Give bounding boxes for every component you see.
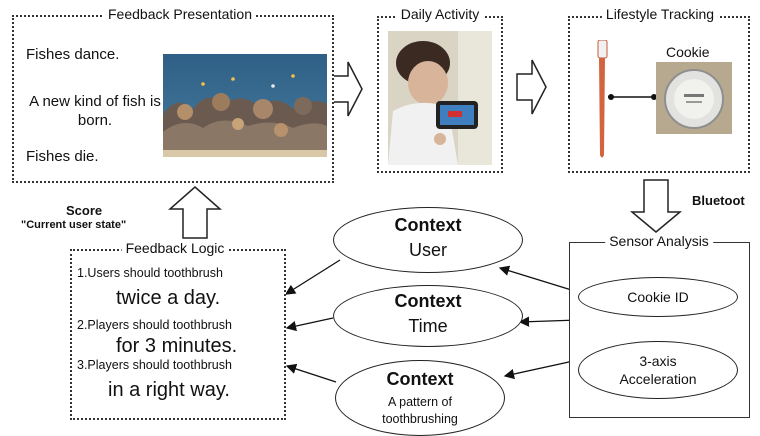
score-sublabel: "Current user state": [21, 219, 127, 231]
rule-1-small: 1.Users should toothbrush: [77, 266, 223, 280]
context-pattern-value: A pattern of toothbrushing: [382, 395, 458, 426]
connection-line: [608, 94, 657, 100]
feedback-presentation-title: Feedback Presentation: [104, 6, 256, 22]
context-pattern-heading: Context: [386, 369, 454, 389]
context-user-ellipse: Context User: [333, 207, 523, 273]
line-user-to-logic: [284, 259, 341, 295]
rule-1-big: twice a day.: [116, 287, 221, 309]
acceleration-ellipse: 3-axis Acceleration: [578, 341, 738, 399]
block-arrow-up: [168, 186, 222, 239]
line-cookieid-to-time: [518, 316, 579, 327]
daily-activity-box: [377, 16, 503, 173]
line-cookieid-to-user: [498, 265, 579, 293]
bluetooth-label: Bluetoot: [692, 193, 745, 208]
rule-3-small: 3.Players should toothbrush: [77, 358, 232, 372]
toothbrushing-photo: [388, 31, 492, 165]
block-arrow-down: [629, 179, 683, 233]
cookie-sensor-image: [656, 62, 732, 134]
context-time-ellipse: Context Time: [333, 285, 523, 347]
daily-activity-title: Daily Activity: [396, 6, 484, 22]
sensor-analysis-title: Sensor Analysis: [605, 233, 713, 249]
aquarium-image: [163, 54, 327, 157]
feedback-presentation-box: Fishes dance. A new kind of fish is born…: [12, 15, 334, 183]
lifestyle-tracking-box: Cookie: [568, 16, 750, 173]
acceleration-label: 3-axis Acceleration: [619, 353, 697, 387]
score-label: Score: [66, 203, 103, 218]
feedback-item-3: Fishes die.: [26, 148, 99, 165]
lifestyle-tracking-title: Lifestyle Tracking: [601, 6, 719, 22]
feedback-logic-box: 1.Users should toothbrush twice a day. 2…: [70, 249, 286, 420]
context-pattern-ellipse: Context A pattern of toothbrushing: [335, 360, 505, 436]
rule-3-big: in a right way.: [108, 379, 230, 401]
line-pattern-to-logic: [285, 363, 337, 383]
feedback-item-2: A new kind of fish is born.: [29, 93, 161, 129]
cookie-id-label: Cookie ID: [627, 289, 689, 305]
toothbrush-icon: [597, 40, 608, 158]
feedback-item-1: Fishes dance.: [26, 46, 120, 63]
sensor-analysis-box: Cookie ID 3-axis Acceleration: [569, 242, 750, 418]
line-time-to-logic: [285, 317, 334, 332]
rule-2-big: for 3 minutes.: [116, 335, 238, 357]
cookie-label: Cookie: [666, 44, 710, 60]
cookie-id-ellipse: Cookie ID: [578, 277, 738, 317]
context-time-value: Time: [408, 316, 448, 336]
feedback-logic-title: Feedback Logic: [121, 240, 229, 256]
context-time-heading: Context: [394, 291, 462, 311]
line-accel-to-pattern: [503, 359, 579, 380]
block-arrow-right-1: [332, 61, 363, 117]
context-user-value: User: [408, 240, 447, 260]
block-arrow-right-2: [516, 59, 547, 115]
context-user-heading: Context: [394, 215, 462, 235]
rule-2-small: 2.Players should toothbrush: [77, 318, 232, 332]
